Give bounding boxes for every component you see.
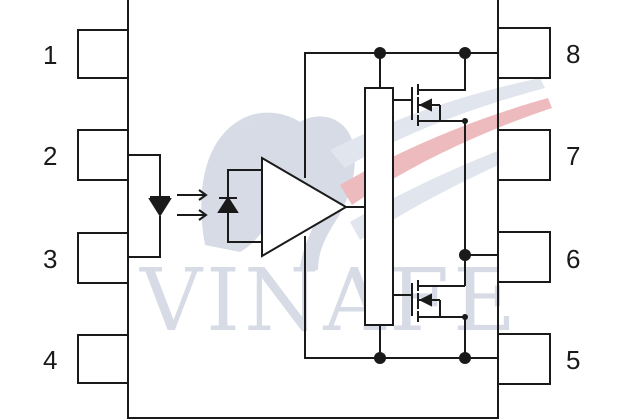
- junction-dots: [374, 47, 471, 364]
- pin-6-label: 6: [566, 244, 580, 274]
- pin-4-label: 4: [43, 345, 57, 375]
- junction-dot: [374, 352, 386, 364]
- upper-transistor: [393, 53, 466, 255]
- pin-8-label: 8: [566, 39, 580, 69]
- pin-8-pad: [497, 27, 551, 79]
- supply-rail-top: [304, 52, 498, 178]
- pin-3-pad: [77, 232, 129, 284]
- pin-4-pad: [77, 334, 129, 384]
- pin-2-label: 2: [43, 141, 57, 171]
- pin-5-label: 5: [566, 345, 580, 375]
- junction-dot: [462, 118, 468, 124]
- supply-rail-bottom: [304, 236, 498, 359]
- junction-dot: [459, 249, 471, 261]
- junction-dot: [374, 47, 386, 59]
- pin-1-label: 1: [43, 40, 57, 70]
- junction-dot: [459, 47, 471, 59]
- input-led: [128, 154, 172, 258]
- pin-7-label: 7: [566, 141, 580, 171]
- photodiode: [217, 169, 262, 243]
- circuit: [77, 0, 551, 419]
- pin-7-pad: [497, 129, 551, 181]
- watermark-text: VINAFE: [139, 251, 520, 351]
- pin-1-pad: [77, 29, 129, 79]
- pin-5-pad: [497, 333, 551, 385]
- pin-6-pad: [497, 231, 551, 283]
- pin-3-label: 3: [43, 244, 57, 274]
- pin-2-pad: [77, 129, 129, 181]
- ic-package-body: [127, 0, 499, 419]
- amplifier-triangle: [261, 156, 348, 258]
- pin-numbers: 1 2 3 4 5 6 7 8: [43, 39, 580, 375]
- junction-dot: [459, 352, 471, 364]
- light-arrows: [177, 189, 208, 221]
- junction-dot: [462, 314, 468, 320]
- driver-block: [364, 87, 394, 326]
